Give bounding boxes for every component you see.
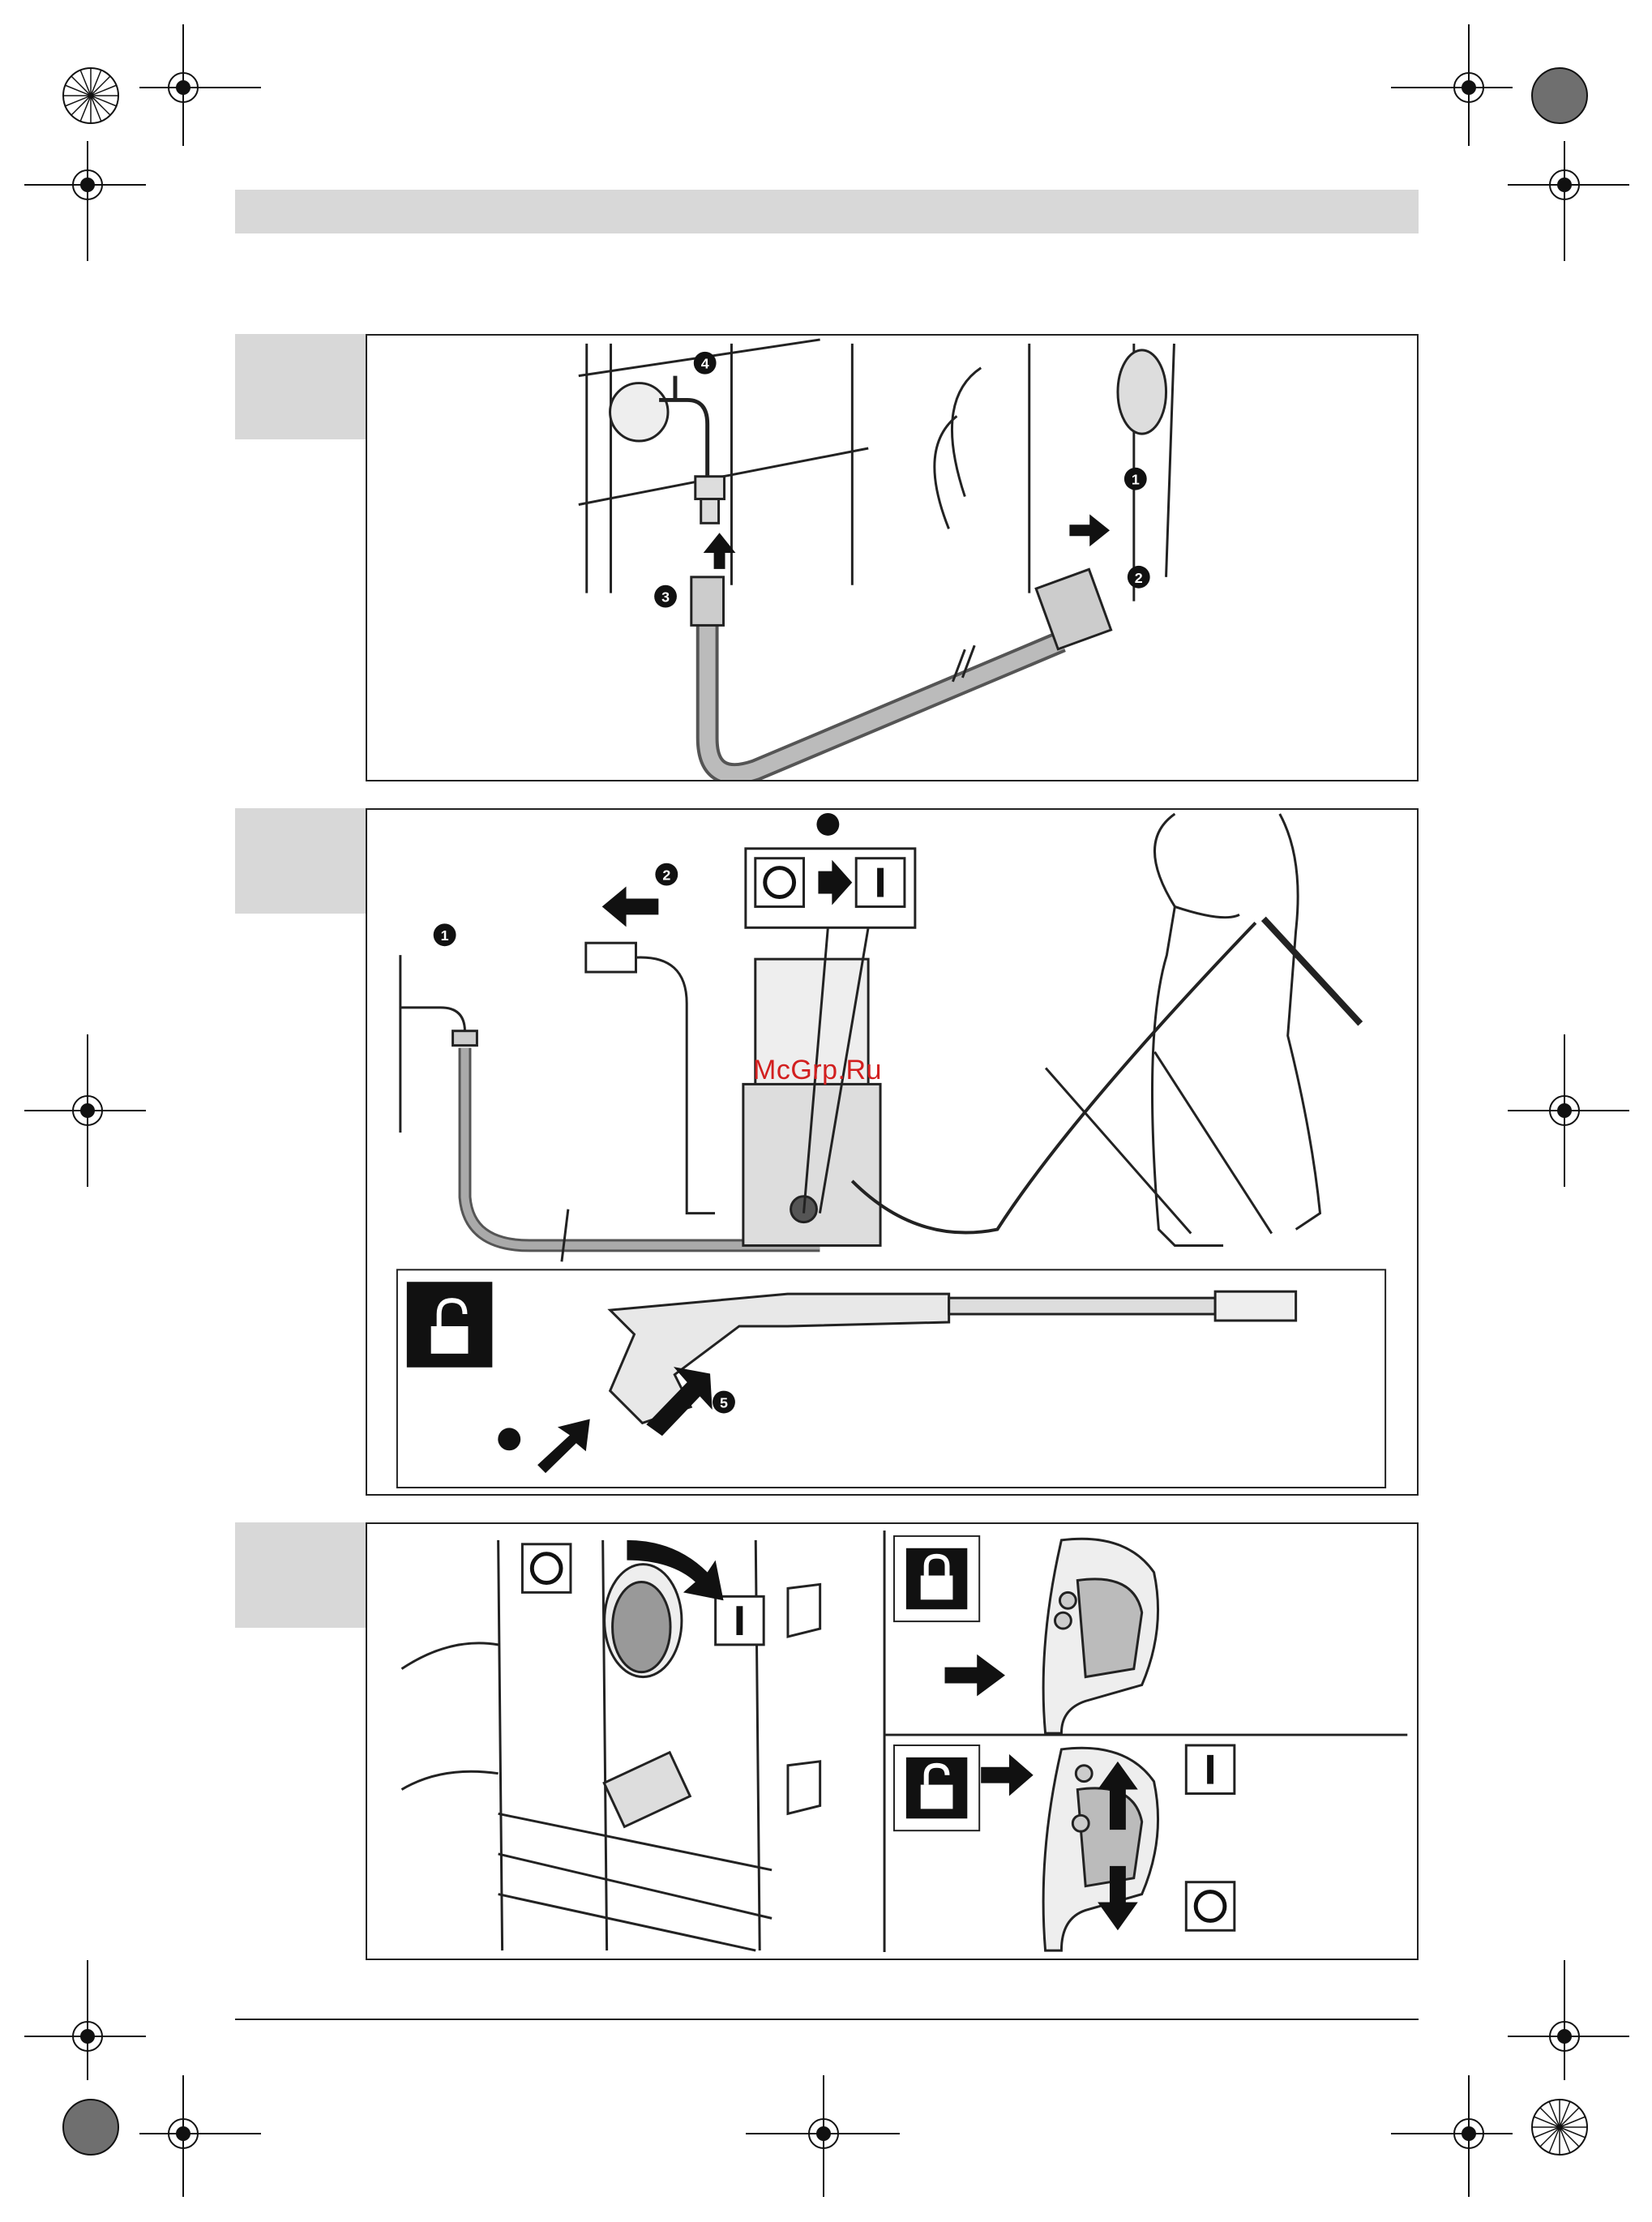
switch-off-box bbox=[755, 858, 804, 907]
registration-mark-icon bbox=[24, 1960, 146, 2080]
figure-1-hose-connection: 4 3 1 2 bbox=[366, 334, 1419, 781]
callout-2-label: 2 bbox=[662, 867, 670, 884]
registration-mark-icon bbox=[139, 2075, 261, 2197]
figure-2-setup-operation: 1 2 5 McGrp.Ru bbox=[366, 808, 1419, 1496]
registration-mark-icon bbox=[1508, 1960, 1629, 2080]
callout-4-label: 4 bbox=[701, 356, 709, 372]
registration-mark-icon bbox=[24, 141, 146, 261]
callout-2-label: 2 bbox=[1135, 570, 1143, 586]
arrow-icon bbox=[945, 1655, 1005, 1697]
callout-3-label: 3 bbox=[661, 589, 670, 606]
color-bar-icon bbox=[63, 2100, 118, 2155]
figure-3-illustration bbox=[367, 1524, 1417, 1959]
arrow-icon bbox=[602, 887, 659, 927]
figure-tab-1 bbox=[235, 334, 366, 439]
plug-icon bbox=[586, 943, 636, 972]
callout-dot-2 bbox=[498, 1428, 520, 1450]
callout-1-label: 1 bbox=[441, 927, 449, 944]
registration-mark-icon bbox=[1391, 2075, 1513, 2197]
registration-mark-icon bbox=[63, 68, 118, 123]
callout-dot bbox=[816, 813, 839, 836]
arrow-icon bbox=[981, 1754, 1034, 1796]
arrow-icon bbox=[704, 514, 1110, 569]
watermark-text: McGrp.Ru bbox=[753, 1055, 882, 1086]
unlock-icon bbox=[407, 1282, 493, 1368]
arrow-icon bbox=[537, 1419, 590, 1473]
registration-mark-icon bbox=[1508, 141, 1629, 261]
callouts-layer bbox=[654, 352, 1150, 608]
figure-tab-3 bbox=[235, 1522, 366, 1628]
figure-3-switch-and-lock bbox=[366, 1522, 1419, 1960]
arrow-icon bbox=[818, 860, 852, 905]
figure-tab-2 bbox=[235, 808, 366, 914]
registration-mark-icon bbox=[1508, 1034, 1629, 1187]
registration-mark-icon bbox=[24, 1034, 146, 1187]
callout-1-label: 1 bbox=[1132, 472, 1140, 488]
header-band bbox=[235, 190, 1419, 233]
registration-mark-icon bbox=[1391, 24, 1513, 146]
registration-mark-icon bbox=[139, 24, 261, 146]
registration-mark-icon bbox=[1532, 2100, 1587, 2155]
registration-mark-icon bbox=[746, 2075, 900, 2197]
switch-off-box bbox=[522, 1544, 571, 1593]
figure-1-illustration: 4 3 1 2 bbox=[367, 336, 1417, 780]
color-bar-icon bbox=[1532, 68, 1587, 123]
callout-5-label: 5 bbox=[720, 1395, 728, 1411]
tap-icon bbox=[610, 376, 725, 524]
footer-rule bbox=[235, 2019, 1419, 2020]
switch-off-box bbox=[1186, 1882, 1235, 1931]
figure-2-illustration: 1 2 5 bbox=[367, 810, 1417, 1494]
